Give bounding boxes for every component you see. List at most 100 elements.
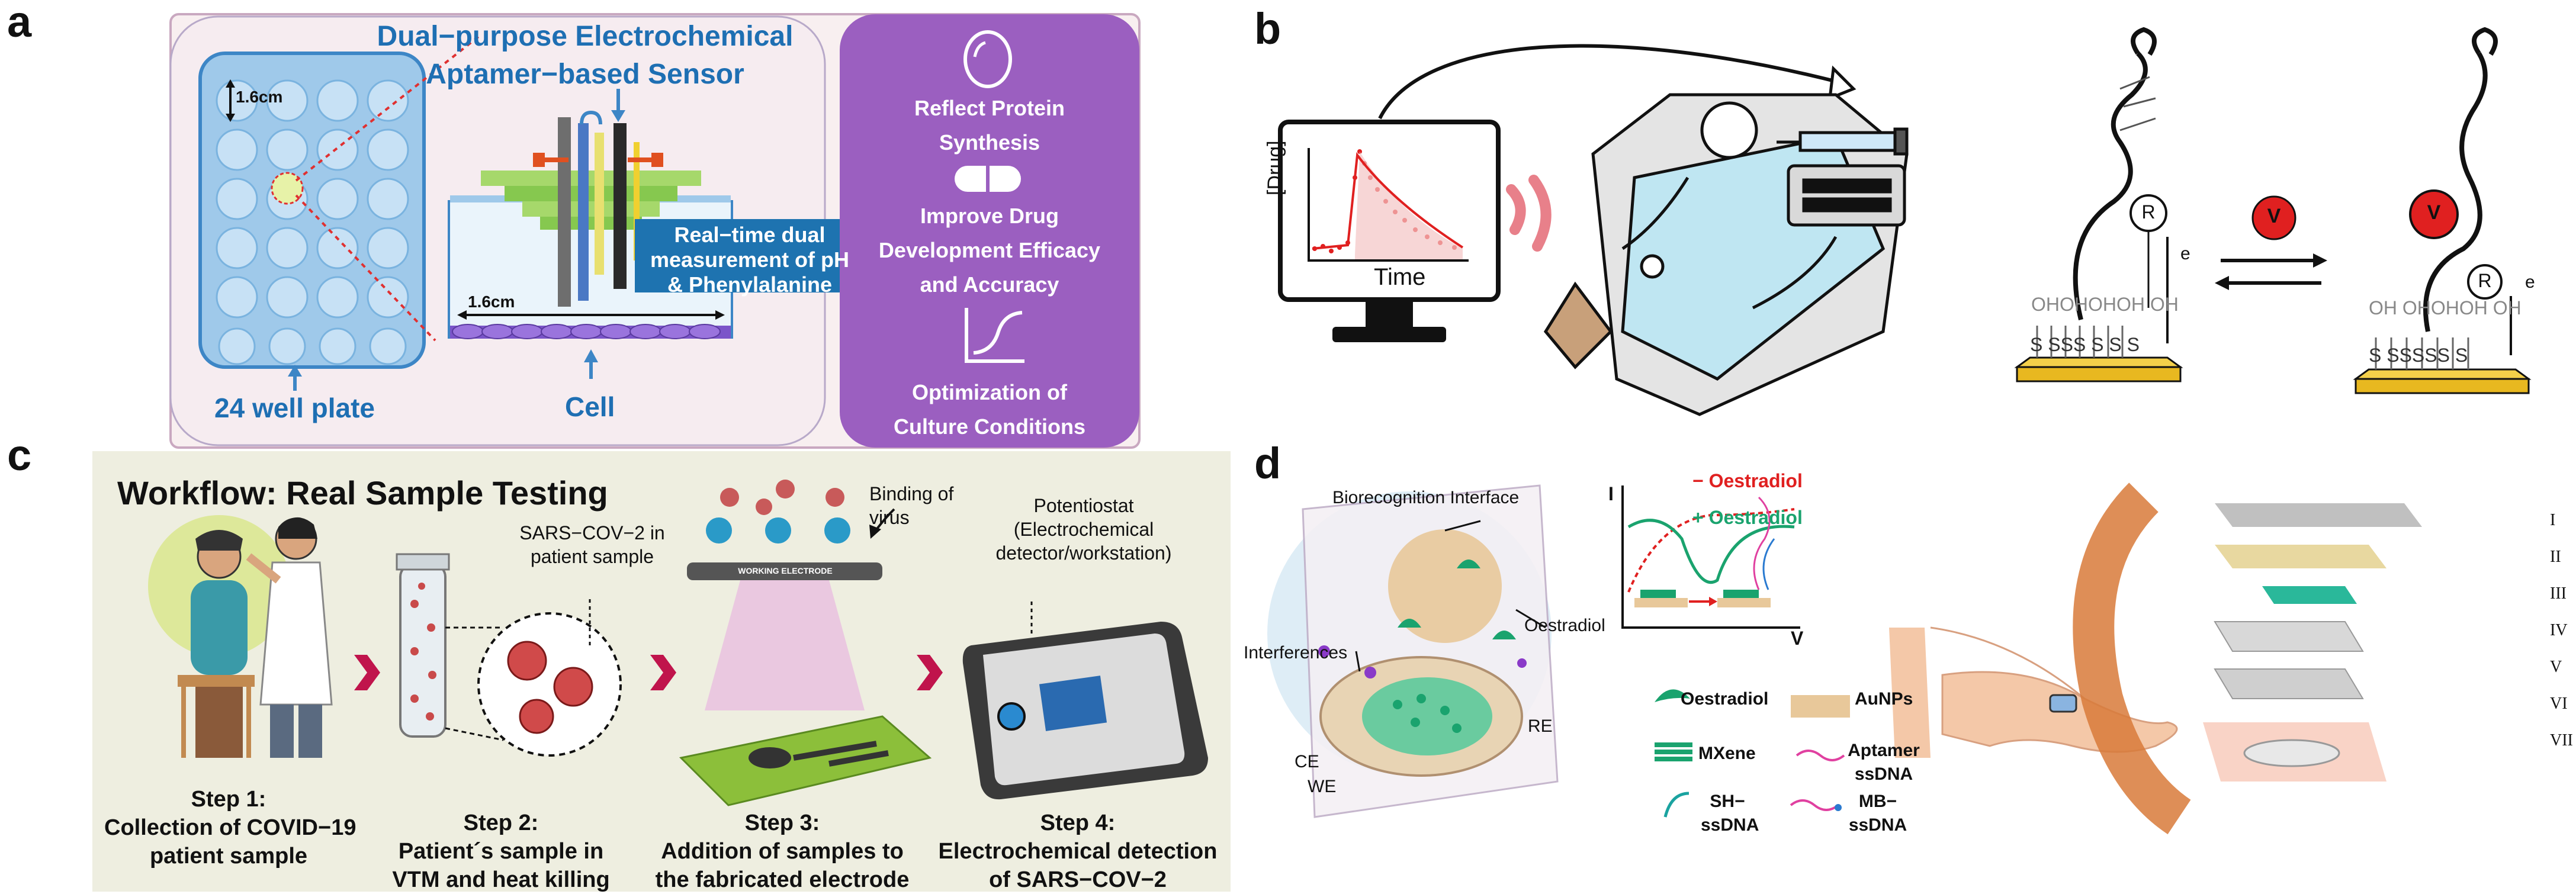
step-3-line2: the fabricated electrode [655,867,910,892]
growth-curve-icon [965,308,1024,363]
panel-label-c: c [7,430,32,480]
legend-aptamer-line1: Aptamer [1848,741,1920,760]
panel-c: Workflow: Real Sample Testing SARS−COV−2… [0,450,1238,893]
cell-dimension: 1.6cm [468,292,515,311]
reporter-label-bound: R [2478,270,2492,291]
outcome-protein: Reflect Protein Synthesis [853,91,1126,160]
legend-sh-line2: ssDNA [1701,815,1759,835]
panel-a-graphics [169,13,1141,449]
layer-labels: I II III IV V VI VII [2550,502,2574,759]
reporter-label-unbound: R [2141,201,2156,223]
ring-sensor [2049,694,2077,713]
step-4-head: Step 4: [1040,811,1116,835]
binding-annotation: Binding of virus [869,482,953,529]
plate-dimension: 1.6cm [236,88,283,106]
layer-label-7: VII [2550,731,2573,750]
redox-reporter-bound [2467,264,2503,300]
egg-icon [963,30,1012,88]
plus-oestradiol-label: + Oestradiol [1692,507,1803,528]
potentiostat-line2: (Electrochemical [1013,519,1154,540]
measurement-text: Real−time dual measurement of pH & Pheny… [637,223,862,297]
outcome-box [840,14,1139,448]
legend-aptamer-icon [1796,750,1845,761]
aptamer-electrode-unbound [2014,27,2183,382]
layer-label-2: II [2550,548,2561,566]
outcome-line1: Reflect Protein [914,96,1065,120]
sensor-title: Dual−purpose Electrochemical Aptamer−bas… [360,18,810,94]
electron-label-bound: e [2525,272,2535,292]
measurement-line2: measurement of pH [650,247,850,272]
sensor-title-line2: Aptamer−based Sensor [426,59,744,90]
layer-label-5: V [2550,658,2562,676]
step-2-line1: Patient´s sample in [398,839,604,864]
step-1-line1: Collection of COVID−19 [104,815,356,840]
surface-oh-unbound: OHOHOHOH OH [2031,294,2179,315]
working-electrode-label-d: WE [1308,777,1337,796]
sars-line2: patient sample [530,546,654,567]
potentiostat-line3: detector/workstation) [995,542,1172,564]
potentiostat-screen [1039,676,1107,731]
zoom-line [295,36,480,182]
panel-label-d: d [1254,439,1281,488]
surface-s-bound: S SSSSS S [2369,345,2468,366]
step-4-line1: Electrochemical detection [938,839,1218,864]
drug-axis-label: [Drug] [1264,140,1286,195]
legend-aptamer: Aptamer ssDNA [1845,739,1922,786]
outcome-drug: Improve Drug Development Efficacy and Ac… [853,199,1126,302]
panel-label-a: a [7,0,32,46]
layer-label-6: VI [2550,694,2568,713]
legend-aptamer-line2: ssDNA [1854,764,1913,784]
legend-sh-line1: SH− [1710,792,1745,811]
legend-mxene-icon [1655,742,1692,761]
panel-a: Dual−purpose Electrochemical Aptamer−bas… [0,0,1155,450]
step-1-head: Step 1: [191,787,266,812]
biorecognition-label: Biorecognition Interface [1332,488,1520,507]
measurement-line1: Real−time dual [674,223,826,247]
layer-label-1: I [2550,511,2556,529]
legend-aunps-icon [1791,695,1850,718]
legend-oestradiol: Oestradiol [1681,689,1769,709]
sars-annotation: SARS−COV−2 in patient sample [503,521,681,568]
outcome-culture: Optimization of Culture Conditions [853,375,1126,444]
sars-line1: SARS−COV−2 in [519,522,665,544]
minus-oestradiol-label: − Oestradiol [1692,470,1803,491]
step-1-line2: patient sample [149,844,308,869]
legend-mb-ssdna: MB− ssDNA [1845,790,1910,837]
pill-icon [955,166,1021,192]
panel-d-graphics [1267,483,2422,835]
biorecognition-disc [1388,529,1502,643]
surface-s-unbound: S SSS S S S [2030,334,2140,355]
potentiostat-annotation: Potentiostat (Electrochemical detector/w… [959,494,1208,565]
step-3-head: Step 3: [744,811,820,835]
step-2-head: Step 2: [463,811,539,835]
drug-molecule [2251,195,2296,240]
legend-mb-line2: ssDNA [1848,815,1907,835]
step1-illustration [148,515,333,758]
step-4-caption: Step 4: Electrochemical detection of SAR… [924,809,1232,894]
layered-device [2073,483,2422,835]
interference-molecules [1318,645,1527,678]
panel-b-graphics [1278,27,2532,416]
step-1-caption: Step 1: Collection of COVID−19 patient s… [104,785,356,870]
step-3-caption: Step 3: Addition of samples to the fabri… [643,809,921,894]
outcome-line7: Culture Conditions [894,414,1085,439]
working-electrode-label: WORKING ELECTRODE [738,566,833,575]
measurement-line3: & Phenylalanine [667,272,833,297]
layer-label-3: III [2550,584,2567,603]
oestradiol-molecules [1398,559,1516,639]
redox-reporter [2129,194,2167,232]
binding-line1: Binding of [869,483,954,504]
panel-b: [Drug] Time R R V V e e OHOHOHOH OH S SS… [1244,0,2576,438]
outcome-line5: and Accuracy [920,272,1059,297]
feedback-arrow [1378,44,1842,120]
panel-c-graphics [92,451,1231,892]
step-3-line1: Addition of samples to [661,839,904,864]
legend-oestradiol-icon [1655,689,1690,702]
outcome-line4: Development Efficacy [878,238,1101,262]
reference-electrode-label: RE [1528,716,1553,736]
voltammogram-axes [1621,485,1800,629]
step4-illustration [962,602,1208,800]
outcome-line2: Synthesis [939,130,1040,155]
highlighted-well [271,172,304,205]
step3-illustration [679,480,932,806]
